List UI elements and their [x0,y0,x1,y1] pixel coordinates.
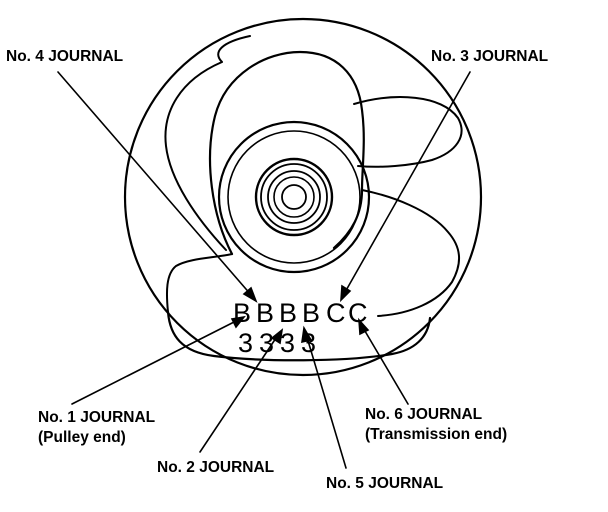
callout-no6-journal: No. 6 JOURNAL [365,406,482,423]
main-bearing-outer-ring [217,120,371,274]
leader-line-no1 [71,319,239,405]
number-code-3: 3 [280,328,295,358]
arrowhead-no1 [230,315,246,329]
center-bore [281,184,307,210]
leader-line-no6 [361,325,409,405]
center-bore-ring [267,170,321,224]
leader-line-no2 [199,334,279,453]
counterweight-right [361,189,460,317]
arrowhead-no2 [270,328,284,345]
counterweight-lower-left [166,253,233,313]
callout-no1-journal: No. 1 JOURNAL [38,409,155,426]
arrowhead-no5 [301,325,313,344]
letter-code-no1: B [233,298,251,328]
leader-line-no3 [343,71,471,295]
counterweight-upper-left [164,35,251,251]
letter-code-no5: C [326,298,346,328]
hub-ring [254,157,334,237]
callout-no6-subtitle: (Transmission end) [365,426,507,443]
leader-line-no4 [57,71,253,297]
callout-no1-subtitle: (Pulley end) [38,429,126,446]
number-code-2: 3 [259,328,274,358]
hub-ring-inner [260,163,328,231]
number-code-1: 3 [238,328,253,358]
letter-code-no4: B [302,298,320,328]
arrowhead-no6 [358,317,370,336]
code-stamp-face [166,310,432,362]
callout-no2-journal: No. 2 JOURNAL [157,459,274,476]
outer-flange-circle [123,17,483,377]
leader-line-no5 [305,333,347,469]
arrowhead-no3 [340,284,352,303]
main-bearing-inner-ring [227,130,361,264]
callout-no4-journal: No. 4 JOURNAL [6,48,123,65]
number-code-4: 3 [301,328,316,358]
letter-code-no2: B [256,298,274,328]
center-bore-ring-inner [273,176,315,218]
letter-code-no6: C [348,298,368,328]
callout-no5-journal: No. 5 JOURNAL [326,475,443,492]
letter-code-no3: B [279,298,297,328]
callout-no3-journal: No. 3 JOURNAL [431,48,548,65]
arrowhead-no4 [242,286,258,303]
counterweight-upper-right [353,96,463,168]
